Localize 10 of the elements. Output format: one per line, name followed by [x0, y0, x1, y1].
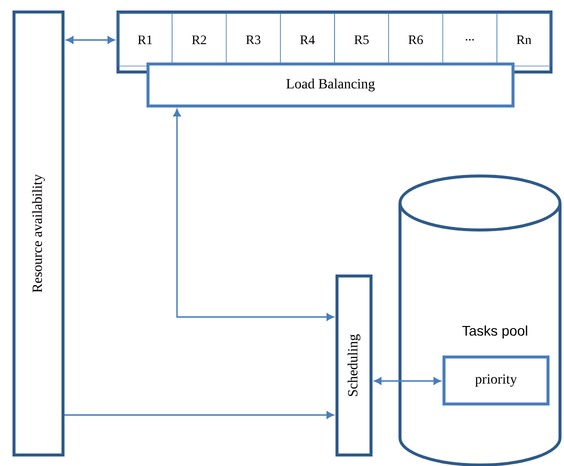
arrow — [374, 377, 441, 385]
scheduling-box: Scheduling — [336, 274, 372, 456]
arrow — [66, 36, 115, 44]
priority-box: priority — [442, 356, 550, 406]
arrow — [64, 411, 334, 419]
resource-bar: Resource availability — [12, 10, 64, 456]
load-balancing-box: Load Balancing — [146, 62, 514, 108]
resource-cell: Rn — [496, 13, 552, 66]
node-label: Tasks pool — [462, 325, 528, 339]
arrow — [173, 109, 334, 321]
